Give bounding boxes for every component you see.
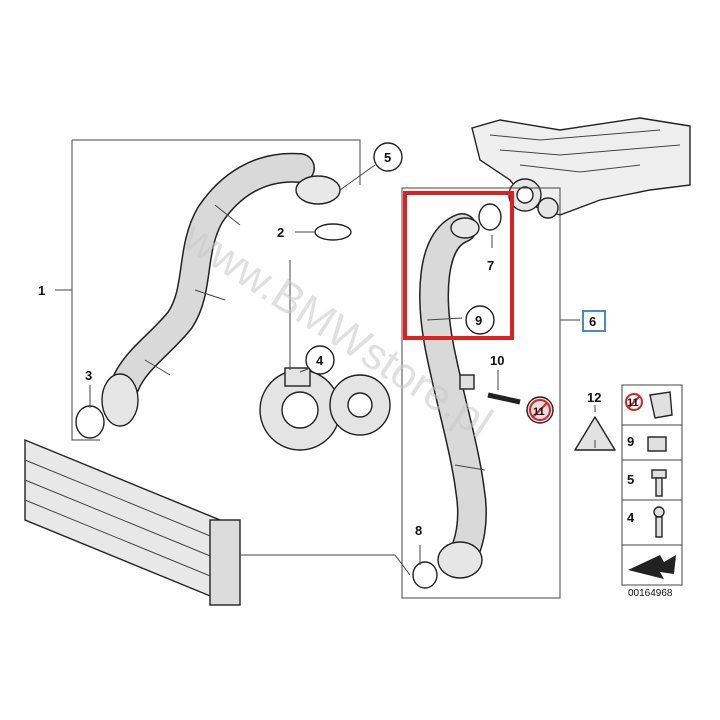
intercooler [24, 438, 411, 606]
legend-label-9: 9 [627, 434, 634, 449]
label-2: 2 [277, 225, 284, 240]
catalog-number: 00164968 [628, 588, 673, 599]
gasket-2 [314, 223, 352, 241]
callout-4-circle [305, 345, 335, 375]
sensor-10 [459, 370, 521, 405]
label-4: 4 [316, 353, 324, 368]
label-8: 8 [415, 523, 422, 538]
gasket-8 [412, 561, 438, 589]
label-12: 12 [587, 390, 601, 405]
gasket-3 [75, 405, 105, 439]
label-7: 7 [487, 258, 494, 273]
label-10: 10 [490, 353, 504, 368]
legend-label-4: 4 [627, 510, 635, 525]
group-1-bracket [55, 139, 361, 441]
hose-1 [101, 152, 341, 427]
warning-triangle-12 [574, 405, 616, 451]
group-6-bracket [401, 187, 580, 599]
label-6: 6 [589, 314, 596, 329]
callout-9-circle [465, 305, 495, 335]
legend-label-5: 5 [627, 472, 634, 487]
label-1: 1 [38, 283, 45, 298]
label-3: 3 [85, 368, 92, 383]
engine-outline [471, 117, 691, 219]
seal-11 [526, 396, 554, 424]
label-11: 11 [533, 406, 545, 418]
highlight-box [403, 191, 514, 340]
callout-5-circle [373, 142, 403, 172]
label-9: 9 [475, 313, 482, 328]
hose-9 [419, 213, 487, 579]
legend [621, 384, 683, 586]
label-6-box [582, 310, 606, 332]
gasket-7 [478, 203, 502, 231]
legend-label-11: 11 [627, 397, 639, 409]
label-5: 5 [384, 150, 391, 165]
turbocharger-4 [259, 260, 391, 451]
